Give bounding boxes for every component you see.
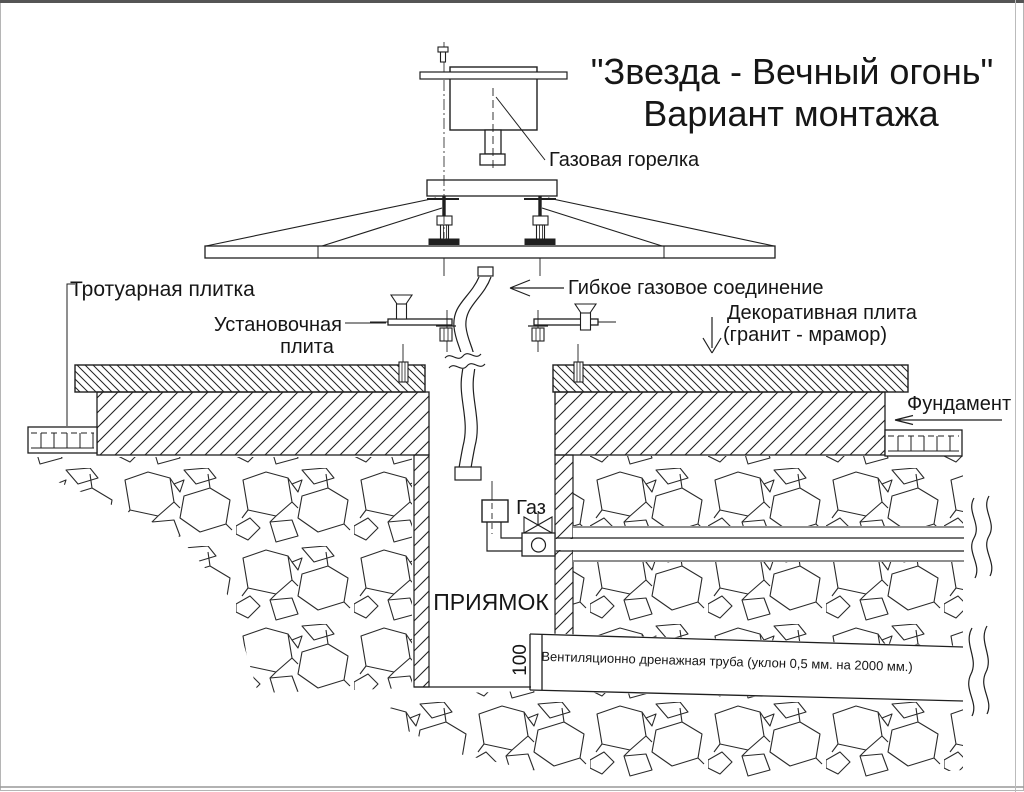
gas-supply-pipe (553, 495, 993, 579)
decorative-plate-right (552, 364, 909, 393)
arrow-left-icon (509, 279, 564, 297)
burner-nozzle (479, 153, 506, 166)
leader-line (495, 96, 546, 161)
burner-flange (419, 71, 568, 80)
label-pit: ПРИЯМОК (433, 589, 549, 615)
pipe-break-mark (983, 625, 990, 715)
hose-top-fitting (477, 266, 494, 277)
foundation-right (554, 391, 886, 456)
ground-section (74, 364, 909, 688)
countersunk-screw (389, 294, 414, 305)
vent-drain-pipe: Вентиляционно дренажная труба (уклон 0,5… (414, 625, 990, 717)
gas-valve-assembly (481, 481, 556, 557)
burner-screw (437, 46, 449, 53)
anchor-bolt-left (398, 344, 409, 383)
pipe-break-mark (986, 495, 993, 577)
leader-line (66, 283, 75, 426)
hose-end-fitting (454, 466, 482, 481)
rubble-fill (36, 456, 963, 778)
leg-bolt-right (532, 215, 549, 241)
paving-tile-right (884, 429, 963, 457)
drawing-title: "Звезда - Вечный огонь" Вариант монтажа (591, 51, 993, 134)
label-decorative-plate-2: (гранит - мрамор) (723, 324, 887, 346)
arrow-down-icon (702, 317, 722, 354)
arrow-left-icon (894, 414, 1002, 426)
pipe-connector-box (481, 499, 509, 523)
star-ray-lines (205, 197, 775, 247)
countersunk-screw (573, 303, 598, 314)
leg-foot-left (428, 238, 460, 245)
label-foundation: Фундамент (907, 393, 1011, 415)
star-assembly (204, 42, 776, 276)
title-line-2: Вариант монтажа (643, 93, 939, 134)
label-mounting-plate-2: плита (280, 336, 335, 358)
label-gas-burner: Газовая горелка (549, 149, 700, 171)
star-base-plate (204, 245, 776, 259)
label-paving-tile: Тротуарная плитка (70, 278, 255, 301)
anchor-bolt-right (573, 344, 584, 383)
label-decorative-plate-1: Декоративная плита (727, 302, 918, 324)
hose-break-mark (448, 363, 486, 369)
dimension-100: 100 (510, 644, 531, 676)
gas-burner-assembly (419, 46, 568, 172)
decorative-plate-left (74, 364, 426, 393)
pit-wall-left (413, 454, 430, 688)
leg-foot-right (524, 238, 556, 245)
pipe-break-mark (968, 627, 975, 717)
label-mounting-plate-1: Установочная (214, 314, 342, 336)
mounting-plate-right (528, 303, 616, 352)
flexible-hose (444, 266, 494, 481)
valve-handle-icon (523, 516, 553, 534)
foundation-left (96, 391, 430, 456)
mounting-plate-left (370, 294, 456, 352)
star-center-box (426, 179, 558, 197)
pipe-elbow (486, 522, 522, 552)
hose-break-mark (444, 353, 482, 359)
paving-tile-left (27, 426, 98, 454)
pipe-break-mark (971, 497, 978, 579)
support-legs (442, 196, 542, 240)
label-gas: Газ (516, 497, 546, 519)
label-flexible-gas-connection: Гибкое газовое соединение (568, 277, 824, 299)
title-line-1: "Звезда - Вечный огонь" (591, 51, 993, 92)
leg-bolt-left (436, 215, 453, 241)
valve-body (521, 532, 556, 557)
callouts: Тротуарная плитка Установочная плита Гиб… (66, 277, 1011, 615)
